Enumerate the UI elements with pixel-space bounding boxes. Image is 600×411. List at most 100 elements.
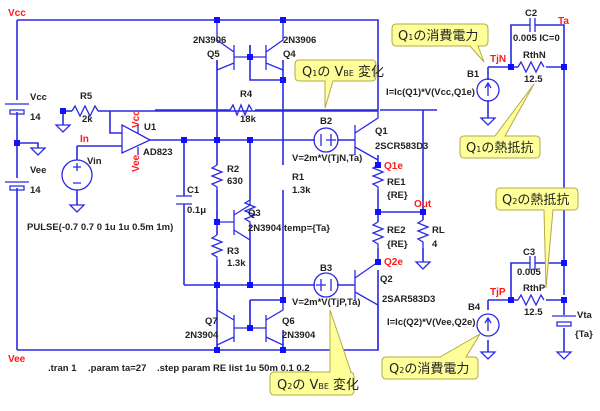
r2-name: R2 xyxy=(227,164,239,175)
net-in: In xyxy=(80,134,89,145)
b3-name: B3 xyxy=(320,263,332,274)
b2-source xyxy=(313,127,339,153)
r5-name: R5 xyxy=(80,91,93,102)
u1-value: AD823 xyxy=(143,147,173,158)
vcc-src-value: 14 xyxy=(30,112,41,123)
b1-current-source xyxy=(476,78,500,102)
vin-source xyxy=(61,159,93,191)
component-labels: Vcc 14 Vee 14 Vin PULSE(-0.7 0.7 0 1u 1u… xyxy=(27,8,593,341)
net-vcc: Vcc xyxy=(8,8,26,19)
q1-value: 2SCR583D3 xyxy=(375,141,428,152)
q6-name: Q6 xyxy=(282,316,295,327)
svg-text:Q2の VBE 変化: Q2の VBE 変化 xyxy=(277,377,359,393)
q7-name: Q7 xyxy=(205,316,218,327)
svg-text:Q1の消費電力: Q1の消費電力 xyxy=(398,29,478,44)
c2-value: 0.005 IC=0 xyxy=(513,33,560,44)
r1-name: R1 xyxy=(292,172,305,183)
b4-name: B4 xyxy=(468,302,481,313)
svg-text:Q1の熱抵抗: Q1の熱抵抗 xyxy=(466,141,533,156)
resistor-r5 xyxy=(71,104,99,118)
q4-value: 2N3906 xyxy=(283,35,316,46)
re1-value: {RE} xyxy=(387,190,408,201)
wires xyxy=(16,19,565,352)
battery-vee xyxy=(5,181,29,191)
c3-value: 0.005 xyxy=(517,267,541,278)
net-tjn: TjN xyxy=(490,54,506,65)
capacitors xyxy=(176,18,536,270)
r2-value: 630 xyxy=(227,176,243,187)
rthn-value: 12.5 xyxy=(524,74,543,85)
callout-q1-vbe: Q1の VBE 変化 xyxy=(294,59,384,109)
net-q2e: Q2e xyxy=(384,257,403,268)
callout-q2-power: Q2の消費電力 xyxy=(381,333,481,380)
rthn-name: RthN xyxy=(523,50,546,61)
batteries xyxy=(5,103,576,327)
resistor-r3 xyxy=(210,234,224,260)
junction-dots xyxy=(14,17,567,353)
b2-name: B2 xyxy=(320,116,332,127)
re2-name: RE2 xyxy=(387,225,405,236)
b3-value: V=2m*V(TjP,Ta) xyxy=(292,297,361,308)
net-out: Out xyxy=(414,199,432,210)
capacitor-c3 xyxy=(529,256,536,270)
resistor-rthp xyxy=(517,293,545,307)
transistors xyxy=(216,20,379,350)
net-vee: Vee xyxy=(8,354,26,365)
svg-text:Q2の消費電力: Q2の消費電力 xyxy=(389,362,469,377)
transistor-q2 xyxy=(354,261,379,350)
wire xyxy=(17,142,39,148)
re1-name: RE1 xyxy=(387,177,406,188)
rl-name: RL xyxy=(432,225,445,236)
resistor-r4 xyxy=(229,103,253,117)
b3-source xyxy=(313,272,339,298)
net-labels: Vcc Vee In Out Q1e Q2e TjN TjP Ta Vcc Ve… xyxy=(8,8,569,365)
b1-value: I=Ic(Q1)*V(Vcc,Q1e) xyxy=(386,87,475,98)
r1-value: 1.3k xyxy=(292,185,311,196)
r5-value: 2k xyxy=(82,114,93,125)
q6-value: 2N3904 xyxy=(282,330,316,341)
transistor-q1 xyxy=(354,110,379,161)
transistor-q6 xyxy=(265,300,284,350)
spice-directives: .tran 1 .param ta=27 .step param RE list… xyxy=(48,363,310,374)
directive-tran: .tran 1 xyxy=(48,363,77,374)
q2-value: 2SAR583D3 xyxy=(382,294,435,305)
q7-value: 2N3904 xyxy=(185,330,219,341)
svg-text:Q1の VBE 変化: Q1の VBE 変化 xyxy=(302,64,384,80)
net-u1-vcc: Vcc xyxy=(131,110,142,128)
opamp-u1 xyxy=(121,123,152,155)
wire xyxy=(487,66,511,118)
sources xyxy=(61,78,500,337)
grounds xyxy=(29,117,573,360)
wire xyxy=(510,262,564,300)
c1-name: C1 xyxy=(187,185,200,196)
u1-name: U1 xyxy=(144,122,157,133)
callout-q1-power: Q1の消費電力 xyxy=(391,23,489,63)
svg-text:Q2の熱抵抗: Q2の熱抵抗 xyxy=(502,193,569,208)
rl-value: 4 xyxy=(432,239,438,250)
rthp-name: RthP xyxy=(523,283,546,294)
vcc-src-name: Vcc xyxy=(30,92,47,103)
r4-name: R4 xyxy=(240,89,253,100)
resistor-rl xyxy=(416,219,430,248)
vin-value: PULSE(-0.7 0.7 0 1u 1u 0.5m 1m) xyxy=(27,222,173,233)
rthp-value: 12.5 xyxy=(524,307,543,318)
callout-q2-vbe: Q2の VBE 変化 xyxy=(269,309,359,396)
q5-name: Q5 xyxy=(207,49,220,60)
net-tjp: TjP xyxy=(490,287,506,298)
q2-name: Q2 xyxy=(380,274,393,285)
net-ta: Ta xyxy=(558,16,569,27)
vcc-rail xyxy=(17,19,379,110)
resistor-r1 xyxy=(243,199,257,225)
wire xyxy=(510,24,565,67)
b4-current-source xyxy=(476,313,500,337)
vee-src-name: Vee xyxy=(30,165,46,176)
q4-name: Q4 xyxy=(283,49,296,60)
q1-name: Q1 xyxy=(375,126,388,137)
r3-name: R3 xyxy=(227,246,239,257)
b2-value: V=2m*V(TjN,Ta) xyxy=(292,153,362,164)
transistor-q7 xyxy=(216,300,235,350)
directive-step: .step param RE list 1u 50m 0.1 0.2 xyxy=(157,363,310,374)
c3-name: C3 xyxy=(523,247,535,258)
